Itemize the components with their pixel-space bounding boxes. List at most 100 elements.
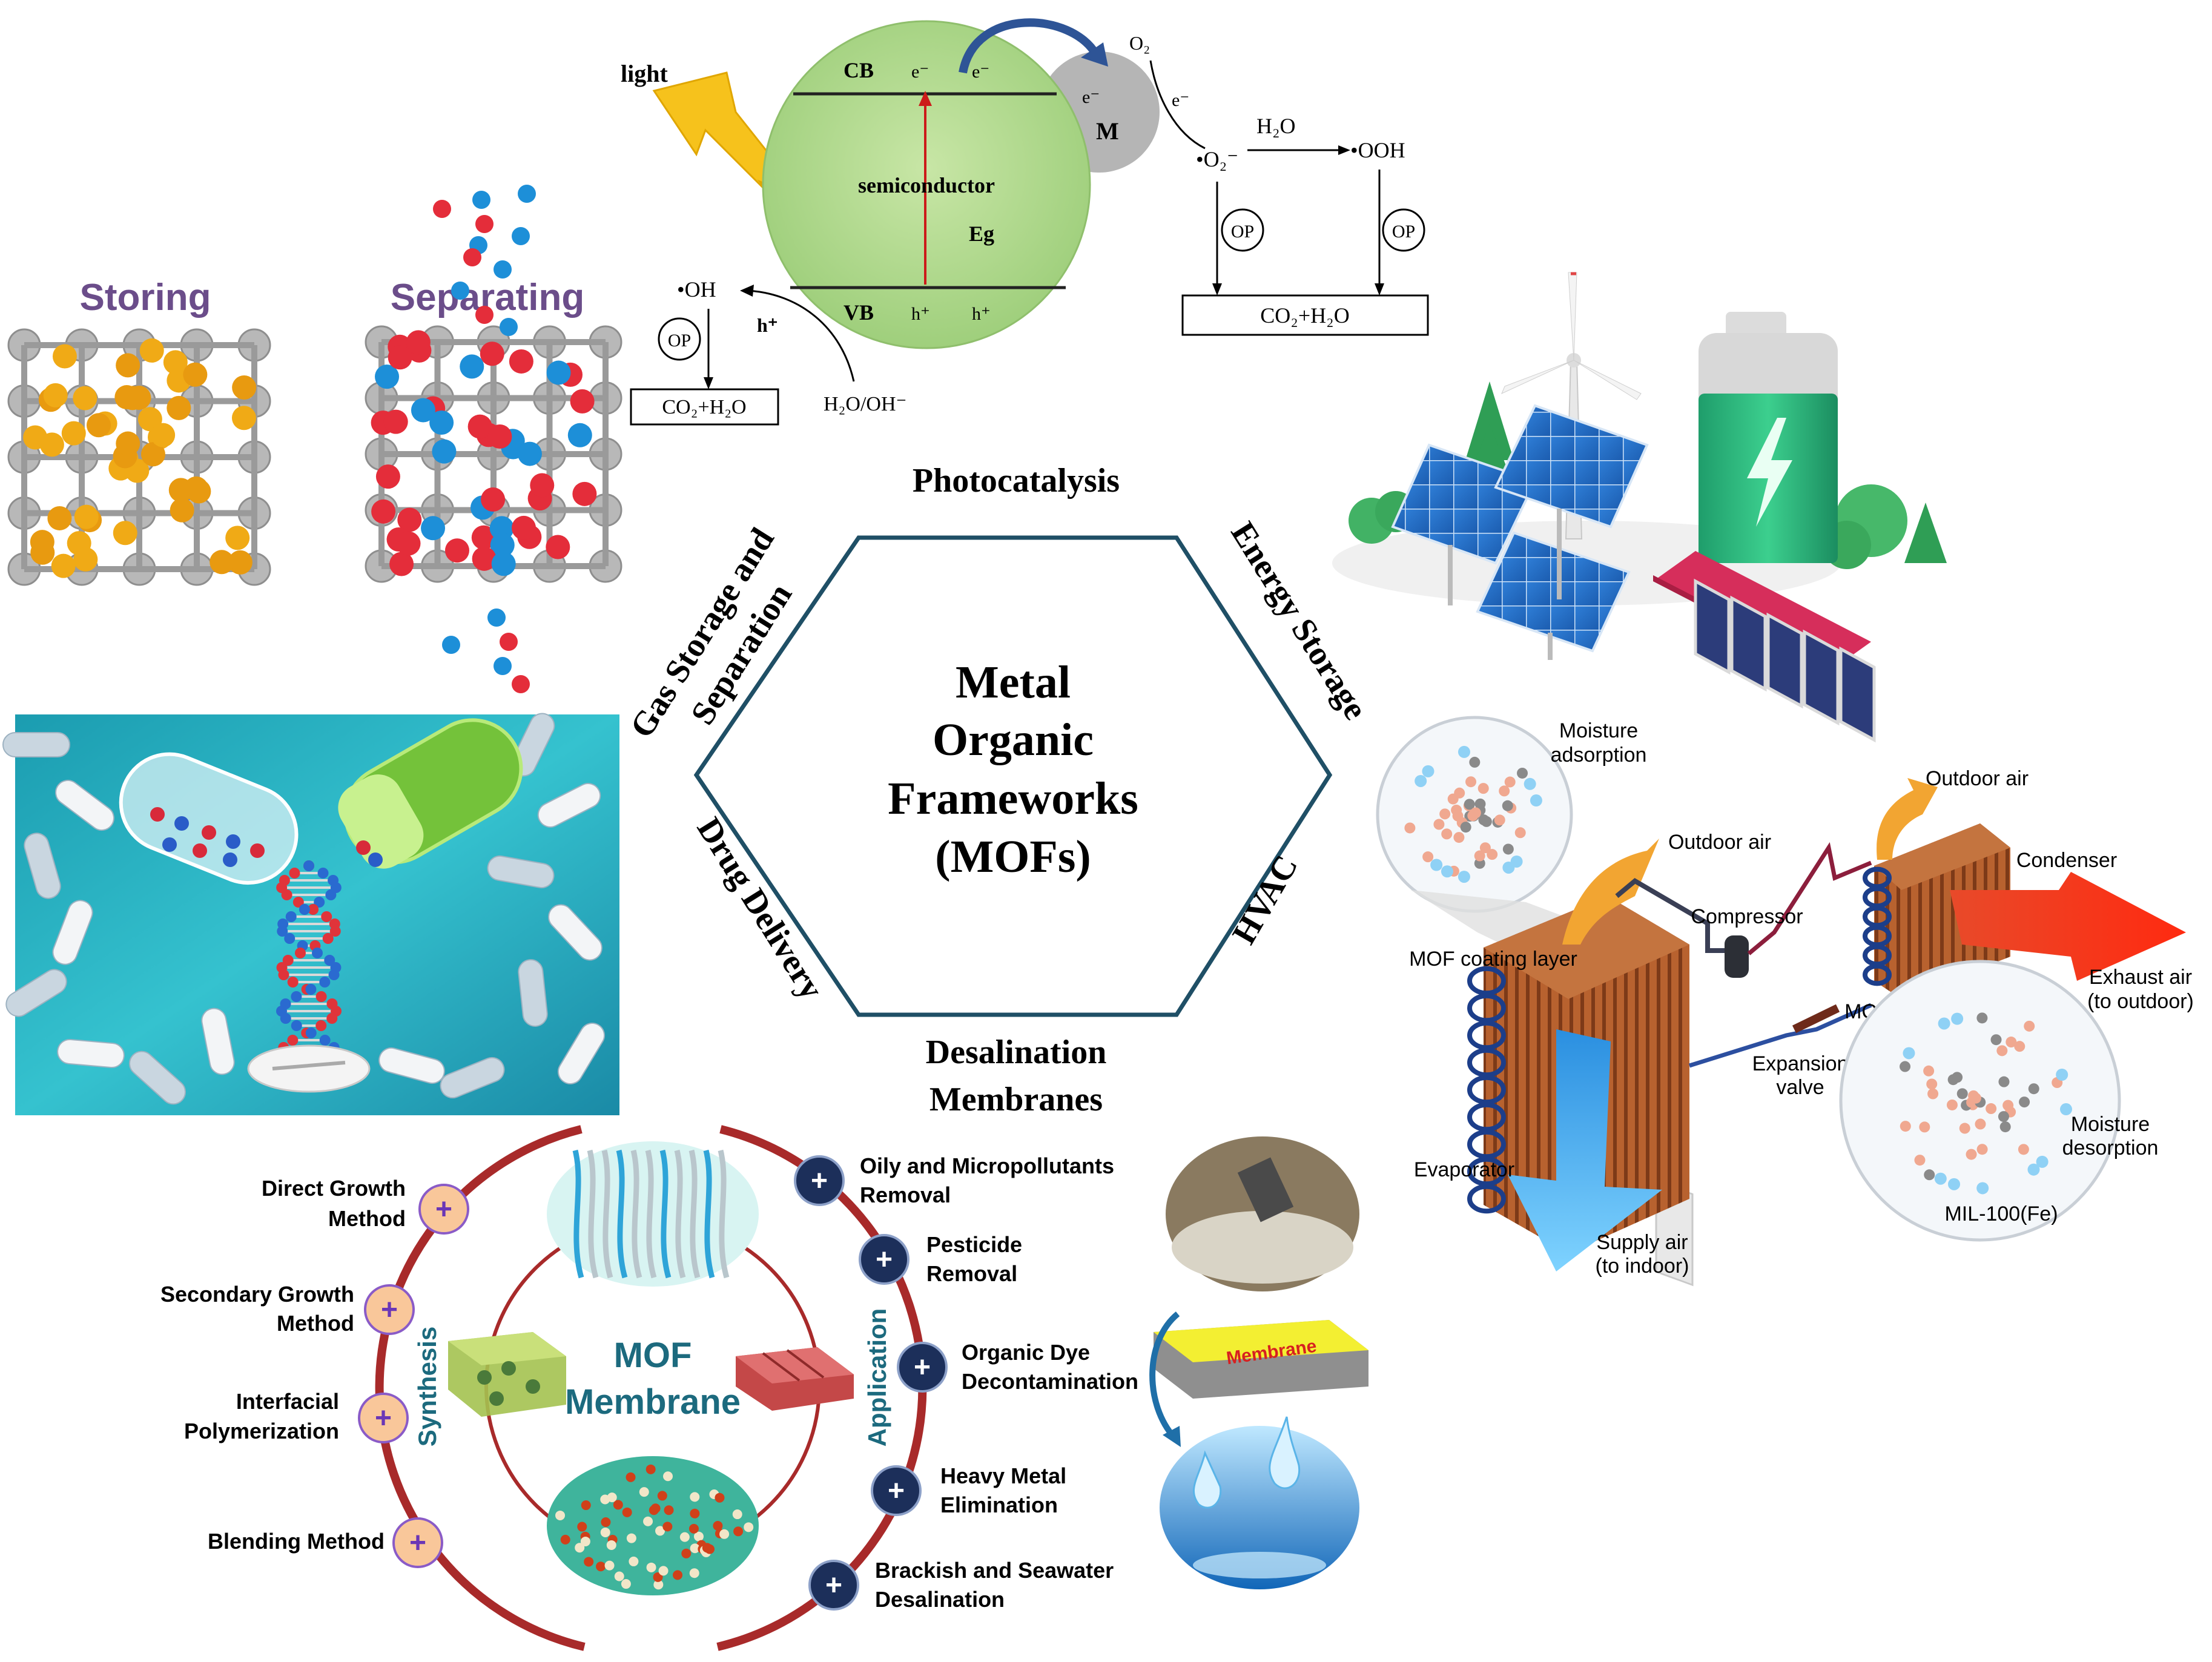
application-plus-badge <box>859 1234 910 1285</box>
label-e-cb-1: e⁻ <box>911 62 929 82</box>
electron-transfer-arrow <box>959 18 1100 74</box>
mof-crystal-image <box>547 1456 759 1595</box>
synthesis-plus-badge <box>392 1517 443 1568</box>
expansion-valve-icon <box>1792 1004 1840 1034</box>
label-vb: VB <box>844 300 874 325</box>
plus-icon: + <box>375 1402 392 1434</box>
application-label: Oily and Micropollutants <box>860 1153 1114 1178</box>
label-condenser: Condenser <box>2016 849 2117 872</box>
synthesis-method-label: Blending Method <box>208 1529 385 1554</box>
label-superoxide: •O₂⁻ <box>1196 147 1238 171</box>
pill-background <box>2 713 606 1105</box>
plus-icon: + <box>825 1569 842 1601</box>
label-expansion-2: valve <box>1776 1076 1824 1099</box>
synthesis-method-label: Interfacial <box>236 1389 339 1414</box>
application-label: Desalination <box>875 1587 1005 1612</box>
condenser-coil <box>1863 823 2010 999</box>
label-op-2: OP <box>1392 222 1415 242</box>
compressor-icon <box>1725 935 1749 978</box>
label-co2-h2o-left: CO₂+H₂O <box>662 396 746 418</box>
plus-icon: + <box>435 1193 452 1225</box>
mof-crystal-left <box>1404 745 1542 883</box>
application-label: Removal <box>860 1182 951 1207</box>
label-ooh: •OOH <box>1350 138 1405 162</box>
application-tiles <box>736 1347 854 1411</box>
exhaust-air-arrow <box>1950 872 2186 981</box>
synthesis-method-label: Direct Growth <box>262 1176 406 1201</box>
label-exhaust-1: Exhaust air <box>2089 966 2192 989</box>
application-label: Removal <box>926 1261 1017 1286</box>
label-desalination-line1: Desalination <box>926 1034 1107 1071</box>
membrane-panel: MOF Membrane Synthesis Application + Dire… <box>160 1125 1368 1651</box>
center-hexagon <box>693 535 1333 1017</box>
label-mof-coating-left: MOF coating layer <box>1409 948 1577 971</box>
label-cb: CB <box>844 58 874 82</box>
label-supply-air-1: Supply air <box>1596 1231 1688 1254</box>
synthesis-method-label: Method <box>277 1311 354 1336</box>
label-h2o-oh: H₂O/OH⁻ <box>824 393 906 415</box>
separating-framework-cube <box>365 325 622 583</box>
energy-storage-panel <box>1332 272 1947 1287</box>
gas-storage-panel: Storing Separating <box>7 185 622 693</box>
plus-icon: + <box>381 1294 398 1326</box>
storage-cabinets <box>1653 551 1876 1287</box>
label-op-1: OP <box>1231 222 1254 242</box>
label-photocatalysis: Photocatalysis <box>913 462 1120 500</box>
plus-icon: + <box>811 1165 828 1197</box>
center-title-line4: (MOFs) <box>935 831 1091 882</box>
label-light: light <box>621 60 668 87</box>
application-label: Heavy Metal <box>940 1463 1066 1488</box>
label-semiconductor: semiconductor <box>858 173 995 197</box>
drug-molecules <box>150 807 383 867</box>
label-e-o2: e⁻ <box>1172 90 1189 110</box>
synthesis-method-label: Secondary Growth <box>160 1282 354 1307</box>
application-label: Elimination <box>940 1492 1058 1517</box>
synthesis-method-label: Method <box>328 1206 406 1231</box>
label-h2o-top: H₂O <box>1256 114 1296 138</box>
application-plus-badge <box>808 1560 859 1611</box>
label-desalination-line2: Membranes <box>929 1081 1103 1118</box>
label-outdoor-air-right: Outdoor air <box>1926 767 2029 790</box>
synthesis-cube <box>448 1332 566 1417</box>
applications-list: +Oily and MicropollutantsRemoval+Pestici… <box>794 1153 1138 1612</box>
refrigerant-pipe-1 <box>1615 878 1726 953</box>
label-exhaust-2: (to outdoor) <box>2087 990 2194 1013</box>
application-plus-badge <box>897 1342 948 1393</box>
label-co2-h2o-right: CO₂+H₂O <box>1260 303 1349 328</box>
battery-icon <box>1699 312 1838 563</box>
synthesis-method-label: Polymerization <box>184 1419 339 1443</box>
label-evaporator: Evaporator <box>1414 1158 1514 1181</box>
product-box-right <box>1181 294 1429 336</box>
label-h-vb-1: h⁺ <box>911 304 930 324</box>
hvac-panel: Moisture adsorption Outdoor air Supply a… <box>1376 716 2194 1278</box>
label-application: Application <box>863 1308 891 1447</box>
label-synthesis: Synthesis <box>413 1327 441 1446</box>
dna-pedestal <box>247 1044 371 1093</box>
op-circle-2 <box>1382 208 1425 252</box>
label-membrane: Membrane <box>565 1382 741 1422</box>
label-moisture-adsorption-1: Moisture <box>1559 719 1638 742</box>
application-plus-badge <box>794 1155 845 1206</box>
dna-helix <box>276 860 342 1053</box>
outer-ring-left <box>375 1125 586 1651</box>
label-e-cb-2: e⁻ <box>972 62 989 82</box>
label-moisture-desorption-2: desorption <box>2062 1136 2159 1159</box>
label-mil-100: MIL-100(Fe) <box>1944 1202 2058 1225</box>
application-plus-badge <box>871 1465 922 1516</box>
label-compressor: Compressor <box>1691 905 1803 928</box>
label-storing: Storing <box>80 277 211 318</box>
label-m: M <box>1096 117 1119 145</box>
outdoor-air-arrow-right <box>1877 778 1938 860</box>
refrigerant-pipe-3 <box>1688 1003 1872 1068</box>
drug-delivery-panel <box>2 713 619 1115</box>
label-mof: MOF <box>614 1336 692 1375</box>
plus-icon: + <box>888 1475 905 1507</box>
storing-framework-cube <box>7 328 271 586</box>
label-h-vb-2: h⁺ <box>972 304 991 324</box>
separated-gas-molecules <box>433 185 536 693</box>
synthesis-plus-badge <box>418 1184 469 1235</box>
label-o2: O₂ <box>1129 32 1150 54</box>
label-h-plus-left: h⁺ <box>757 314 778 336</box>
label-moisture-desorption-1: Moisture <box>2071 1113 2150 1136</box>
